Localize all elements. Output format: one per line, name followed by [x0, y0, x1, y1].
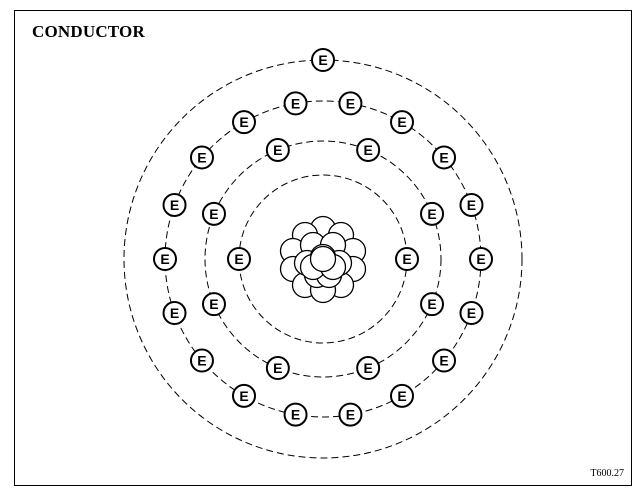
electron-label: E [209, 296, 218, 312]
electron: E [460, 194, 482, 216]
electron: E [312, 49, 334, 71]
electron-label: E [427, 206, 436, 222]
electron-label: E [170, 197, 179, 213]
electron: E [285, 92, 307, 114]
electron: E [470, 248, 492, 270]
electron-label: E [439, 149, 448, 165]
electron-label: E [318, 52, 327, 68]
electron-label: E [467, 305, 476, 321]
electron-label: E [291, 95, 300, 111]
electron-label: E [291, 407, 300, 423]
electron-label: E [439, 353, 448, 369]
electron-label: E [273, 360, 282, 376]
electron: E [267, 357, 289, 379]
electron-label: E [197, 149, 206, 165]
electron-label: E [476, 251, 485, 267]
electron: E [285, 404, 307, 426]
electron: E [391, 111, 413, 133]
electron-label: E [397, 114, 406, 130]
electron: E [357, 139, 379, 161]
electron-label: E [467, 197, 476, 213]
electron-label: E [197, 353, 206, 369]
electron-label: E [346, 407, 355, 423]
electron: E [154, 248, 176, 270]
electron-label: E [160, 251, 169, 267]
electron: E [396, 248, 418, 270]
electron: E [203, 293, 225, 315]
electron: E [233, 111, 255, 133]
electron-label: E [273, 142, 282, 158]
electron: E [391, 385, 413, 407]
electron: E [460, 302, 482, 324]
electron: E [191, 146, 213, 168]
nucleus [281, 217, 366, 303]
electron-label: E [427, 296, 436, 312]
electron: E [339, 92, 361, 114]
electron: E [433, 350, 455, 372]
electron: E [228, 248, 250, 270]
electron: E [433, 146, 455, 168]
electron-label: E [397, 388, 406, 404]
electron-label: E [402, 251, 411, 267]
electron: E [233, 385, 255, 407]
electron: E [164, 302, 186, 324]
nucleus-particle [311, 247, 336, 272]
electron-label: E [209, 206, 218, 222]
electron: E [357, 357, 379, 379]
electron: E [203, 203, 225, 225]
electron-label: E [363, 360, 372, 376]
electron: E [267, 139, 289, 161]
electron-label: E [239, 388, 248, 404]
electron-label: E [239, 114, 248, 130]
electron: E [191, 350, 213, 372]
electron-label: E [234, 251, 243, 267]
electron-label: E [363, 142, 372, 158]
electron-label: E [170, 305, 179, 321]
electron: E [421, 203, 443, 225]
electron-label: E [346, 95, 355, 111]
electron: E [421, 293, 443, 315]
electron: E [339, 404, 361, 426]
electron: E [164, 194, 186, 216]
